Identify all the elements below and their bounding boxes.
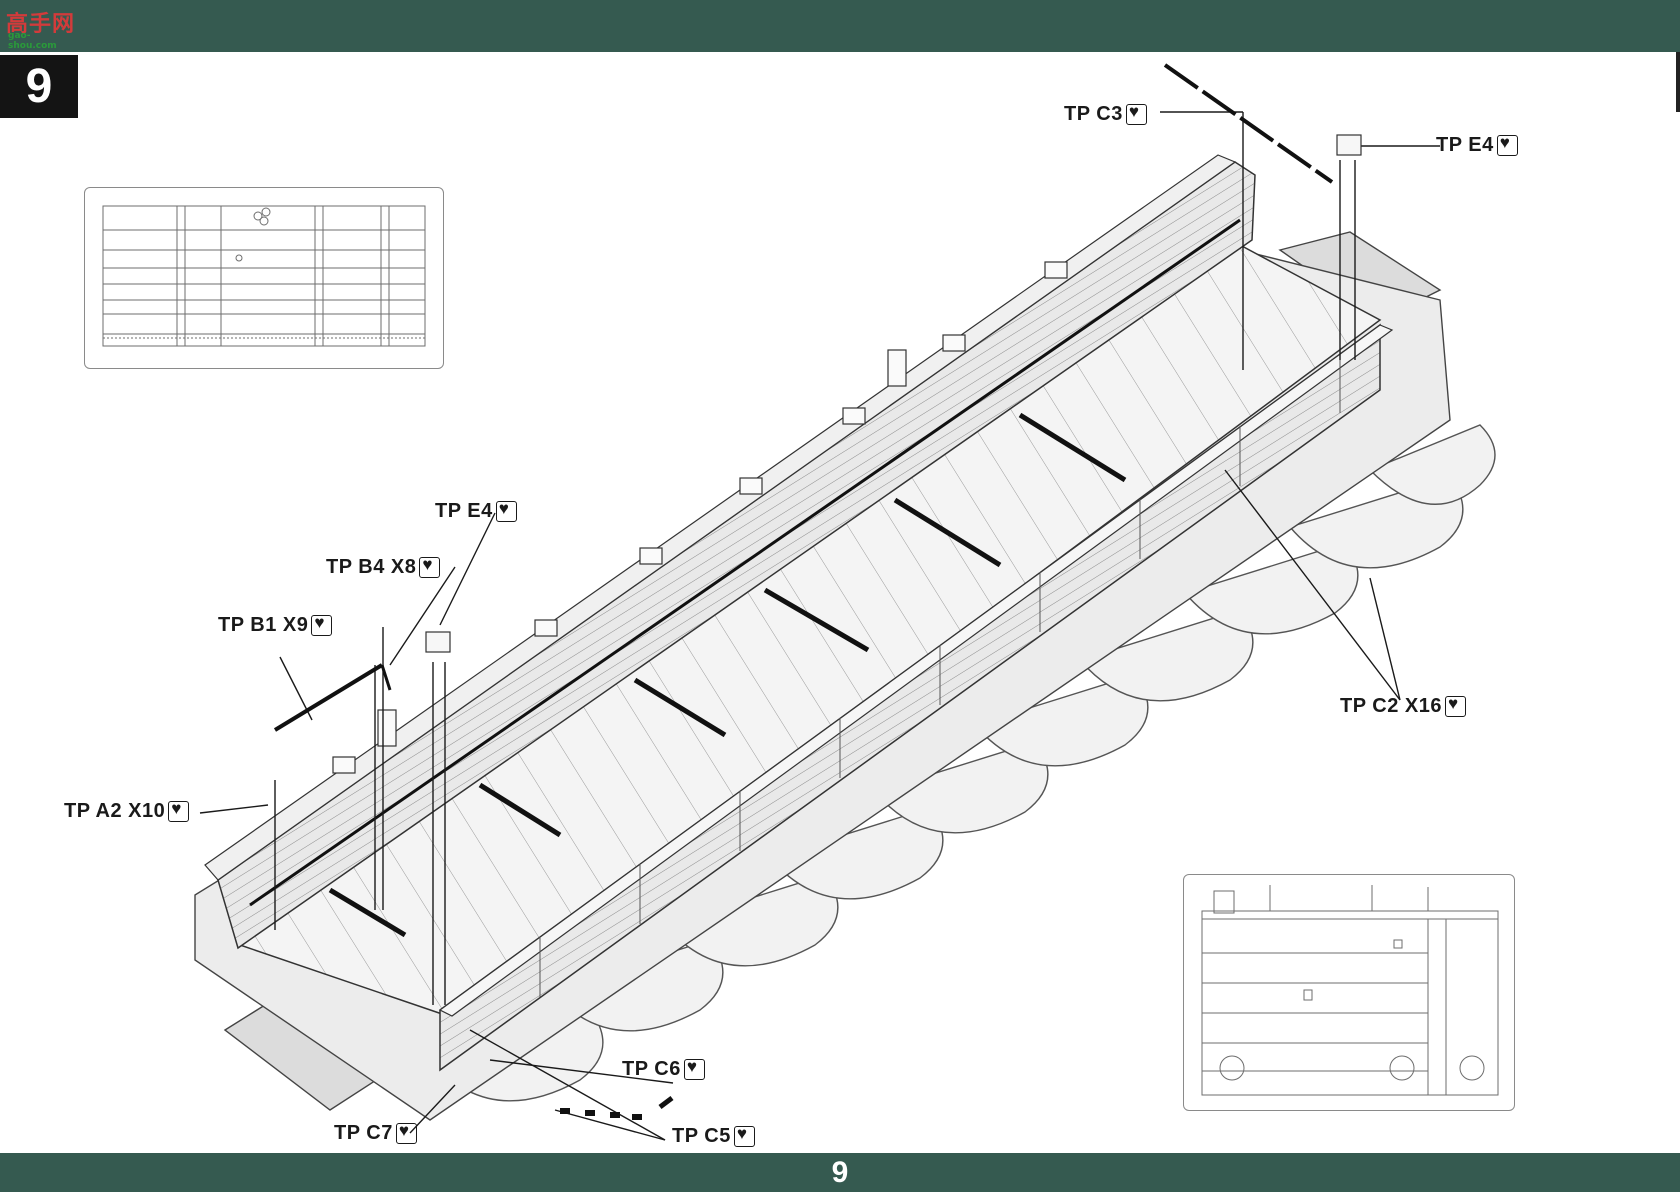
footer-band	[0, 1153, 1680, 1192]
photo-etch-part-icon	[495, 499, 517, 522]
photo-etch-part-icon	[733, 1124, 755, 1147]
photo-etch-part-icon	[1444, 694, 1466, 717]
inset-plan-view	[1183, 874, 1515, 1111]
loose-parts	[273, 63, 1334, 1109]
callout-tp-c6: TP C6	[622, 1057, 705, 1081]
edge-mark	[1676, 52, 1680, 112]
callout-label: TP C3	[1064, 103, 1123, 125]
inset-elevation-view	[84, 187, 444, 369]
callout-tp-c2: TP C2 X16	[1340, 694, 1466, 718]
logo-text: 高手网	[6, 12, 76, 37]
callout-tp-a2: TP A2 X10	[64, 799, 190, 823]
rear-wall-top	[204, 154, 1237, 881]
logo-url: gao-shou.com	[8, 31, 57, 51]
callout-tp-e4: TP E4	[435, 499, 517, 523]
callout-label: TP B4 X8	[326, 556, 417, 578]
page-number: 9	[831, 1156, 849, 1189]
callout-label: TP C2 X16	[1340, 695, 1442, 717]
site-logo: 高手网 gao-shou.com	[6, 6, 78, 51]
deck-seams	[328, 412, 1127, 938]
photo-etch-part-icon	[311, 613, 333, 636]
step-number: 9	[0, 55, 78, 118]
photo-etch-part-icon	[419, 555, 441, 578]
callout-label: TP C6	[622, 1058, 681, 1080]
callout-label: TP E4	[1436, 134, 1494, 156]
photo-etch-part-icon	[168, 799, 190, 822]
callout-tp-b1: TP B1 X9	[218, 613, 333, 637]
callout-tp-c7: TP C7	[334, 1121, 417, 1145]
callout-label: TP A2 X10	[64, 800, 166, 822]
callout-label: TP C5	[672, 1125, 731, 1147]
inset-elevation-drawing	[102, 205, 426, 347]
front-wall-top	[438, 324, 1394, 1017]
photo-etch-part-icon	[1125, 102, 1147, 125]
c5-parts	[560, 1108, 642, 1120]
photo-etch-part-icon	[395, 1121, 417, 1144]
callout-tp-c3: TP C3	[1064, 102, 1147, 126]
header-band	[0, 0, 1680, 52]
photo-etch-part-icon	[683, 1057, 705, 1080]
inset-plan-drawing	[1201, 885, 1499, 1096]
callout-tp-c5: TP C5	[672, 1124, 755, 1148]
rear-wall-stripe	[249, 218, 1241, 907]
front-wall-panels	[539, 353, 1341, 997]
pontoon-assembly-drawing	[194, 63, 1496, 1141]
callout-label: TP E4	[435, 500, 493, 522]
callout-tp-e4-top: TP E4	[1436, 133, 1518, 157]
callout-label: TP C7	[334, 1122, 393, 1144]
callout-label: TP B1 X9	[218, 614, 309, 636]
photo-etch-part-icon	[1496, 133, 1518, 156]
box-parts	[425, 134, 1362, 653]
callout-tp-b4: TP B4 X8	[326, 555, 441, 579]
